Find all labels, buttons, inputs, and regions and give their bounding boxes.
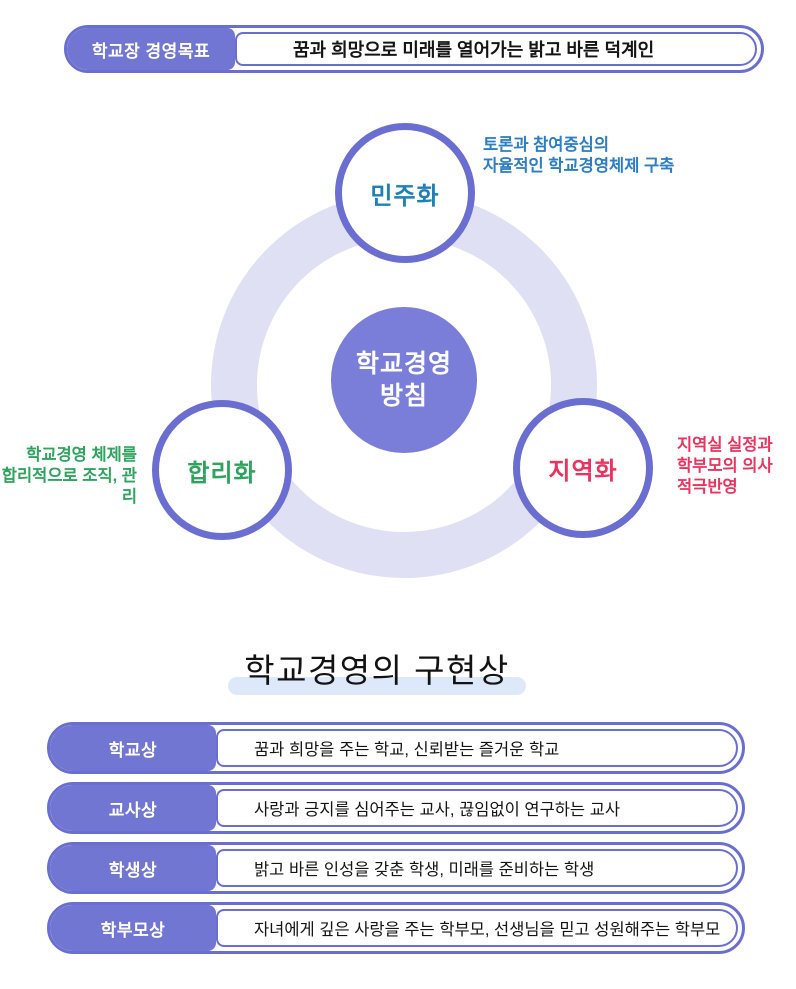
annotation-localization: 지역실 실정과 학부모의 의사 적극반영 <box>677 435 773 498</box>
node-localization-label: 지역화 <box>548 457 618 485</box>
annotation-line: 토론과 참여중심의 <box>483 136 610 154</box>
row-student: 학생상 밝고 바른 인성을 갖춘 학생, 미래를 준비하는 학생 <box>47 842 745 894</box>
principal-goal-label: 학교장 경영목표 <box>67 28 235 70</box>
section-title: 학교경영의 구현상 <box>228 644 526 695</box>
row-school-label: 학교상 <box>50 725 216 771</box>
row-student-text: 밝고 바른 인성을 갖춘 학생, 미래를 준비하는 학생 <box>216 849 738 887</box>
annotation-democratization: 토론과 참여중심의 자율적인 학교경영체제 구축 <box>483 135 674 177</box>
annotation-rationalization: 학교경영 체제를 합리적으로 조직, 관리 <box>0 445 137 508</box>
title-highlight <box>228 677 526 695</box>
row-teacher-label: 교사상 <box>50 785 216 831</box>
node-democratization-label: 민주화 <box>370 182 440 210</box>
node-rationalization-label: 합리화 <box>187 459 257 487</box>
row-student-label: 학생상 <box>50 845 216 891</box>
row-school-text: 꿈과 희망을 주는 학교, 신뢰받는 즐거운 학교 <box>216 729 738 767</box>
row-teacher: 교사상 사랑과 긍지를 심어주는 교사, 끊임없이 연구하는 교사 <box>47 782 745 834</box>
management-policy-diagram: 민주화 토론과 참여중심의 자율적인 학교경영체제 구축 합리화 학교경영 체제… <box>0 90 796 625</box>
row-school: 학교상 꿈과 희망을 주는 학교, 신뢰받는 즐거운 학교 <box>47 722 745 774</box>
center-hub-line1: 학교경영 <box>355 349 452 378</box>
principal-goal-bar: 학교장 경영목표 꿈과 희망으로 미래를 열어가는 밝고 바른 덕계인 <box>64 25 764 73</box>
row-teacher-text: 사랑과 긍지를 심어주는 교사, 끊임없이 연구하는 교사 <box>216 789 738 827</box>
annotation-line: 합리적으로 조직, 관리 <box>1 467 137 506</box>
node-rationalization: 합리화 <box>152 400 292 540</box>
node-democratization: 민주화 <box>335 123 475 263</box>
center-hub: 학교경영 방침 <box>331 307 477 453</box>
annotation-line: 학부모의 의사 <box>677 457 773 475</box>
annotation-line: 적극반영 <box>677 478 738 496</box>
row-parent-text: 자녀에게 깊은 사랑을 주는 학부모, 선생님을 믿고 성원해주는 학부모 <box>216 909 738 947</box>
annotation-line: 지역실 실정과 <box>677 436 773 454</box>
section-title-text: 학교경영의 구현상 <box>244 652 510 689</box>
section-title-row: 학교경영의 구현상 <box>0 644 754 695</box>
ideal-image-rows: 학교상 꿈과 희망을 주는 학교, 신뢰받는 즐거운 학교 교사상 사랑과 긍지… <box>47 722 745 962</box>
principal-goal-text: 꿈과 희망으로 미래를 열어가는 밝고 바른 덕계인 <box>235 32 757 66</box>
row-parent: 학부모상 자녀에게 깊은 사랑을 주는 학부모, 선생님을 믿고 성원해주는 학… <box>47 902 745 954</box>
center-hub-line2: 방침 <box>379 382 428 410</box>
annotation-line: 학교경영 체제를 <box>26 446 137 464</box>
node-localization: 지역화 <box>513 398 653 538</box>
annotation-line: 자율적인 학교경영체제 구축 <box>483 157 675 175</box>
row-parent-label: 학부모상 <box>50 905 216 951</box>
